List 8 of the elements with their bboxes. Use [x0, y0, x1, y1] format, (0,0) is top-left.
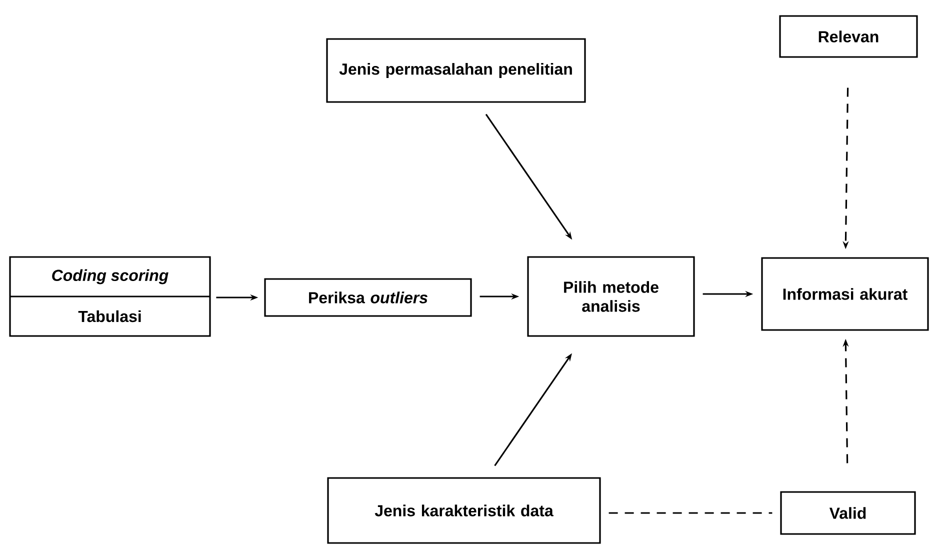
stacked-box: Coding scoring Tabulasi — [9, 256, 211, 337]
process-box: Informasi akurat — [761, 257, 929, 331]
process-box: Jenis karakteristik data — [327, 477, 601, 544]
process-box: Relevan — [779, 15, 918, 58]
process-box: Valid — [780, 491, 916, 535]
process-box: Pilih metode analisis — [527, 256, 695, 337]
process-box: Periksa outliers — [264, 278, 472, 317]
process-box: Jenis permasalahan penelitian — [326, 38, 586, 103]
